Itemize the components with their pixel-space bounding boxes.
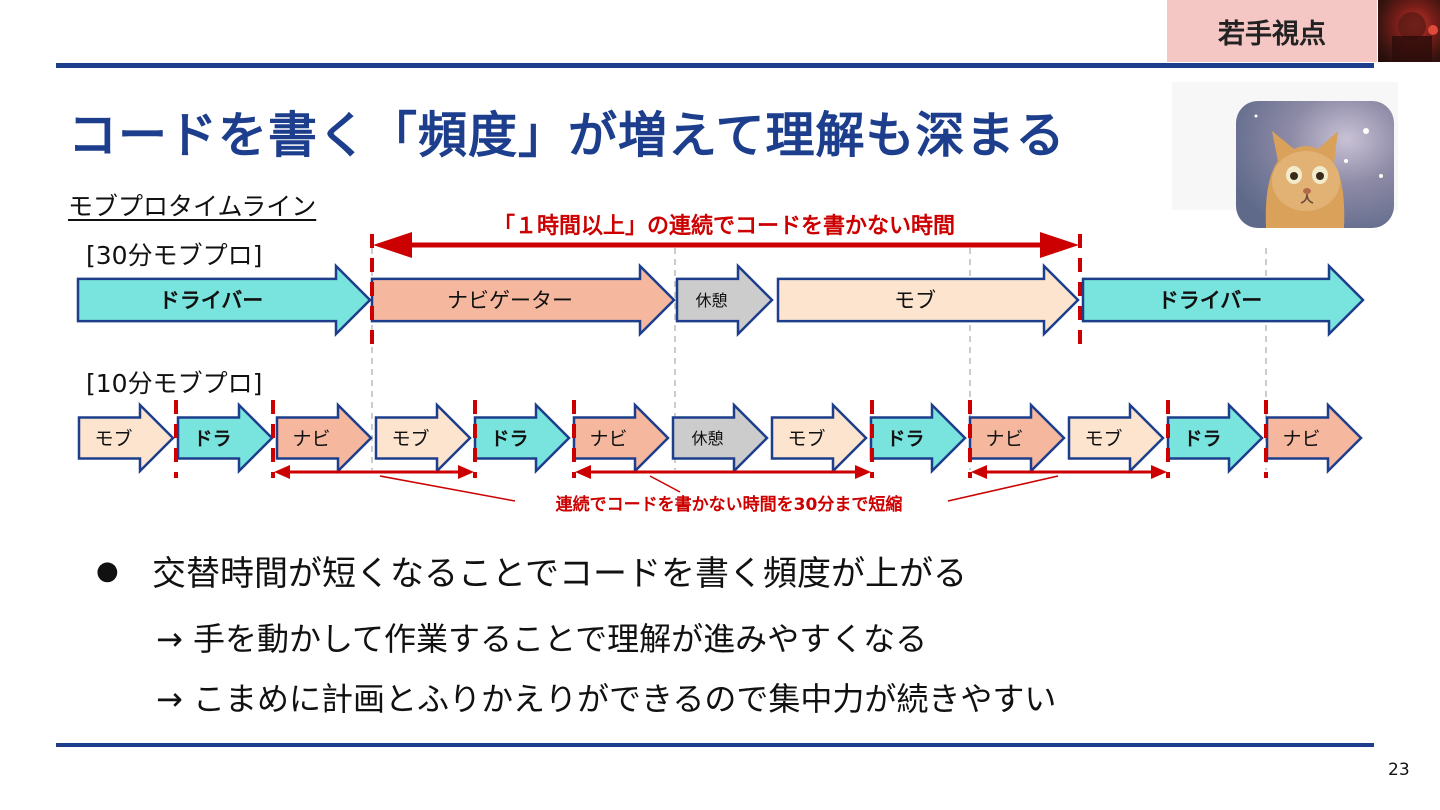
- sub-bullet-2: → こまめに計画とふりかえりができるので集中力が続きやすい: [156, 680, 1057, 718]
- row-10min: モブ ドラ ナビ モブ ドラ ナビ 休憩 モブ ドラ ナビ モブ ドラ ナビ: [77, 401, 1363, 475]
- bullet-dot: ●: [96, 556, 119, 586]
- segment-rest: 休憩: [675, 262, 774, 338]
- segment-label: ドライバー: [159, 289, 264, 313]
- main-bullet-text: 交替時間が短くなることでコードを書く頻度が上がる: [152, 554, 967, 594]
- page-number: 23: [1388, 760, 1410, 780]
- segment-label: ドライバー: [1158, 289, 1263, 313]
- segment-arrow-shape: [1265, 401, 1363, 475]
- segment-label: ナビ: [985, 428, 1023, 450]
- segment-arrow-shape: [671, 401, 769, 475]
- segment-mob: モブ: [77, 401, 175, 475]
- segment-label: ナビゲーター: [447, 289, 573, 313]
- header-rule: [56, 63, 1374, 68]
- segment-arrow-shape: [1081, 262, 1365, 338]
- annotation-arrow-top: [373, 232, 1079, 258]
- markers-10min: [174, 400, 1268, 478]
- segment-arrow-shape: [869, 401, 967, 475]
- segment-navi: ナビ: [968, 401, 1066, 475]
- segment-arrow-shape: [770, 401, 868, 475]
- annotation-leaders: [379, 475, 1059, 502]
- segment-label: ナビ: [1282, 428, 1320, 450]
- segment-arrow-shape: [968, 401, 1066, 475]
- segment-mob: モブ: [776, 262, 1080, 338]
- sub-bullet-1: → 手を動かして作業することで理解が進みやすくなる: [156, 620, 928, 658]
- segment-navi: ナビ: [275, 401, 373, 475]
- segment-arrow-shape: [675, 262, 774, 338]
- segment-label: ドラ: [1183, 428, 1221, 450]
- segment-label: モブ: [1084, 427, 1122, 450]
- slide-title: コードを書く「頻度」が増えて理解も深まる: [68, 107, 1066, 164]
- segment-mob: モブ: [770, 401, 868, 475]
- perspective-badge: 若手視点: [1167, 0, 1377, 62]
- interval-arrows: [274, 465, 1167, 479]
- segment-navi: ナビ: [1265, 401, 1363, 475]
- segment-arrow-shape: [572, 401, 670, 475]
- segment-driver: ドラ: [1166, 401, 1264, 475]
- segment-label: 休憩: [695, 291, 727, 310]
- segment-arrow-shape: [76, 262, 372, 338]
- segment-navi: ナビゲーター: [370, 262, 676, 338]
- segment-label: ナビ: [589, 428, 627, 450]
- segment-label: ドラ: [490, 428, 528, 450]
- segment-arrow-shape: [176, 401, 274, 475]
- badge-label: 若手視点: [1218, 18, 1326, 50]
- cat-space-image: [1236, 101, 1394, 228]
- segment-label: モブ: [787, 427, 825, 450]
- segment-driver: ドラ: [473, 401, 571, 475]
- markers-30min: [370, 234, 1082, 350]
- segment-arrow-shape: [275, 401, 373, 475]
- segment-label: ドラ: [193, 428, 231, 450]
- segment-rest: 休憩: [671, 401, 769, 475]
- group-30-label: [30分モブプロ]: [86, 241, 263, 270]
- annotation-no-coding-hour: 「１時間以上」の連続でコードを書かない時間: [493, 213, 955, 239]
- segment-driver: ドライバー: [76, 262, 372, 338]
- segment-mob: モブ: [1067, 401, 1165, 475]
- segment-navi: ナビ: [572, 401, 670, 475]
- footer-rule: [56, 743, 1374, 747]
- segment-arrow-shape: [374, 401, 472, 475]
- annotation-shortened: 連続でコードを書かない時間を30分まで短縮: [556, 494, 903, 515]
- segment-label: モブ: [391, 427, 429, 450]
- avatar-image: [1392, 12, 1438, 62]
- segment-arrow-shape: [1067, 401, 1165, 475]
- segment-label: モブ: [94, 427, 132, 450]
- row-30min: ドライバー ナビゲーター 休憩 モブ ドライバー: [76, 262, 1365, 338]
- segment-arrow-shape: [776, 262, 1080, 338]
- segment-driver: ドラ: [869, 401, 967, 475]
- timeline-heading: モブプロタイムライン: [68, 192, 317, 221]
- speaker-avatar: [1378, 0, 1440, 62]
- segment-label: モブ: [894, 289, 936, 313]
- segment-arrow-shape: [370, 262, 676, 338]
- segment-driver: ドライバー: [1081, 262, 1365, 338]
- group-10-label: [10分モブプロ]: [86, 369, 263, 398]
- segment-arrow-shape: [473, 401, 571, 475]
- segment-label: ナビ: [292, 428, 330, 450]
- segment-driver: ドラ: [176, 401, 274, 475]
- segment-label: 休憩: [691, 429, 723, 448]
- segment-arrow-shape: [77, 401, 175, 475]
- segment-mob: モブ: [374, 401, 472, 475]
- segment-label: ドラ: [886, 428, 924, 450]
- segment-arrow-shape: [1166, 401, 1264, 475]
